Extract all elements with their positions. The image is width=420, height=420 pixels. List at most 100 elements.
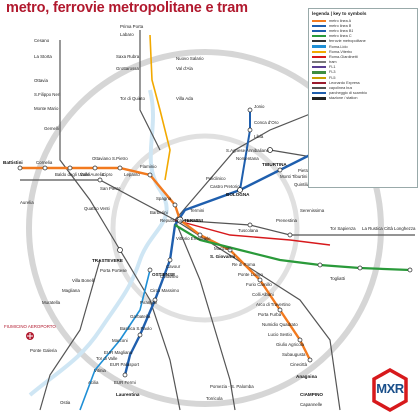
legend-item: metro linea C bbox=[309, 34, 417, 39]
label-ponte-galeria: Ponte Galeria bbox=[30, 348, 57, 353]
label-lepanto: Lepanto bbox=[124, 172, 140, 177]
label-castro-pretorio: Castro Pretorio bbox=[210, 184, 240, 189]
label-trastevere: TRASTEVERE bbox=[92, 258, 123, 263]
label-acilia: Acilia bbox=[88, 380, 99, 385]
legend-swatch bbox=[312, 76, 326, 79]
label-saxa-rubra: Saxa Rubra bbox=[116, 54, 140, 59]
legend-item: ferrovie metropolitane bbox=[309, 39, 417, 44]
label-battistini: Battistini bbox=[3, 160, 23, 165]
outer-ring bbox=[26, 49, 384, 407]
label-vittorio: Vittorio Emanuele bbox=[176, 236, 211, 241]
label-cornelia: Cornelia bbox=[36, 160, 53, 165]
label-eur-magliana: EUR Magliana bbox=[104, 350, 133, 355]
label-muratella: Muratella bbox=[42, 300, 61, 305]
legend-item: FL5 bbox=[309, 75, 417, 80]
tiber-river bbox=[28, 89, 169, 397]
label-termini-fs: Termini bbox=[190, 208, 204, 213]
legend-item: tram bbox=[309, 60, 417, 65]
label-anagnina: Anagnina bbox=[296, 374, 317, 379]
legend-label: capolinea bus bbox=[329, 86, 353, 91]
label-monti-tiburtini: Monti Tiburtini bbox=[280, 174, 307, 179]
legend-swatch bbox=[312, 35, 326, 38]
label-lucio-sestio: Lucio Sestio bbox=[268, 332, 292, 337]
legend-swatch bbox=[312, 45, 326, 48]
label-quattro-venti: Quattro Venti bbox=[84, 206, 110, 211]
label-labaro: Labaro bbox=[120, 32, 134, 37]
legend-label: parcheggio di scambio bbox=[329, 91, 367, 96]
label-arco-travertino: Arco di Travertino bbox=[256, 302, 291, 307]
label-eur-palasport: EUR Palasport bbox=[110, 362, 140, 367]
label-eur-fermi: EUR Fermi bbox=[114, 380, 136, 385]
label-ottaviano: Ottaviano S.Pietro bbox=[92, 156, 128, 161]
label-nomentana: Nomentana bbox=[236, 156, 259, 161]
legend-label: Roma-Viterbo bbox=[329, 49, 353, 54]
label-tiburtina: TIBURTINA bbox=[262, 162, 287, 167]
legend-label: Roma-Giardinetti bbox=[329, 54, 358, 59]
label-ostiense: OSTIENSE bbox=[152, 272, 175, 277]
label-furio-camillo: Furio Camillo bbox=[246, 282, 272, 287]
label-prenestina: Prenestina bbox=[276, 218, 298, 223]
legend-title: legenda | key to symbols bbox=[312, 11, 367, 16]
station-markers bbox=[17, 107, 413, 378]
label-termini: TERMINI bbox=[184, 218, 203, 223]
label-re-di-roma: Re di Roma bbox=[232, 262, 256, 267]
legend-swatch bbox=[312, 97, 326, 100]
label-ostia: Ostia bbox=[60, 400, 71, 405]
label-ottavia: Ottavia bbox=[34, 78, 48, 83]
label-la-storta: La Storta bbox=[34, 54, 52, 59]
label-pietralata: Pietralata bbox=[298, 168, 317, 173]
label-valle-aurelia: Valle Aurelia bbox=[80, 172, 105, 177]
legend-item: Roma-Lido bbox=[309, 44, 417, 49]
label-tuscolana: Tuscolana bbox=[238, 228, 259, 233]
logo-text: MXR bbox=[376, 381, 404, 396]
legend-swatch bbox=[312, 55, 326, 58]
label-magliana: Magliana bbox=[62, 288, 80, 293]
legend-label: metro linea B1 bbox=[329, 28, 354, 33]
label-aurelia: Aurelia bbox=[20, 200, 34, 205]
legend-swatch bbox=[312, 86, 326, 90]
label-ciampino: CIAMPINO bbox=[300, 392, 323, 397]
line-roma-giardinetti bbox=[174, 219, 331, 246]
legend-item: metro linea A bbox=[309, 18, 417, 23]
label-togliatti: Togliatti bbox=[330, 276, 345, 281]
label-libia: Libia bbox=[254, 134, 264, 139]
label-la-rustica: La Rustica Città bbox=[362, 226, 394, 231]
label-giulio-agricola: Giulio Agricola bbox=[276, 342, 305, 347]
airport-icon bbox=[26, 332, 34, 340]
label-nuovo-salario: Nuovo Salario bbox=[176, 56, 204, 61]
label-repubblica: Repubblica bbox=[160, 218, 183, 223]
label-colli-albani: Colli Albani bbox=[252, 292, 274, 297]
label-vitinia: Vitinia bbox=[94, 368, 106, 373]
legend-item: capolinea bus bbox=[309, 85, 417, 90]
label-colosseo: Colosseo bbox=[160, 274, 179, 279]
label-flaminio: Flaminio bbox=[140, 164, 157, 169]
label-capannelle: Capannelle bbox=[300, 402, 323, 407]
label-piramide: Piramide bbox=[140, 300, 158, 305]
legend-item: FL1 bbox=[309, 65, 417, 70]
label-prima-porta: Prima Porta bbox=[120, 24, 144, 29]
legend-swatch bbox=[312, 71, 326, 74]
legend-label: FL1 bbox=[329, 65, 336, 70]
legend-swatch bbox=[312, 61, 326, 64]
legend-label: Leonardo Express bbox=[329, 80, 360, 85]
label-jonio: Jonio bbox=[254, 104, 265, 109]
label-circo-massimo: Circo Massimo bbox=[150, 288, 180, 293]
label-monte-mario: Monte Mario bbox=[34, 106, 59, 111]
logo-ring bbox=[372, 367, 408, 413]
label-policlinico: Policlinico bbox=[206, 176, 226, 181]
label-marconi: Marconi bbox=[112, 338, 128, 343]
label-torricola: Torricola bbox=[206, 396, 223, 401]
label-porta-portese: Porta Portese bbox=[100, 268, 127, 273]
label-longhezza: Longhezza bbox=[394, 226, 416, 231]
legend-swatch bbox=[312, 81, 326, 84]
legend-item: Roma-Giardinetti bbox=[309, 54, 417, 59]
label-villa-bonelli: Villa Bonelli bbox=[72, 278, 95, 283]
label-cesano: Cesano bbox=[34, 38, 50, 43]
legend-item: FL3 bbox=[309, 70, 417, 75]
legend-item: metro linea B bbox=[309, 23, 417, 28]
line-roma-viterbo bbox=[149, 34, 171, 181]
legend-swatch bbox=[312, 19, 326, 22]
line-roma-lido bbox=[79, 269, 151, 411]
legend-swatch bbox=[312, 50, 326, 53]
